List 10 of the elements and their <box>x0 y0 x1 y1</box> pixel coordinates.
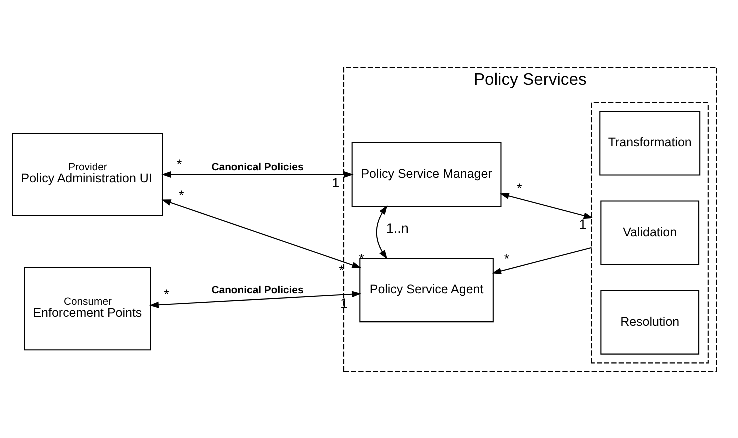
label: 1..n <box>386 220 409 236</box>
label: 1 <box>579 216 587 232</box>
label: 1 <box>332 175 340 190</box>
label: * <box>516 180 522 196</box>
label: * <box>176 156 182 172</box>
edge-label: Canonical Policies <box>212 284 304 296</box>
label: * <box>179 188 184 203</box>
label: * <box>164 286 170 302</box>
edge-label: Canonical Policies <box>212 162 304 174</box>
label: * <box>504 251 510 266</box>
